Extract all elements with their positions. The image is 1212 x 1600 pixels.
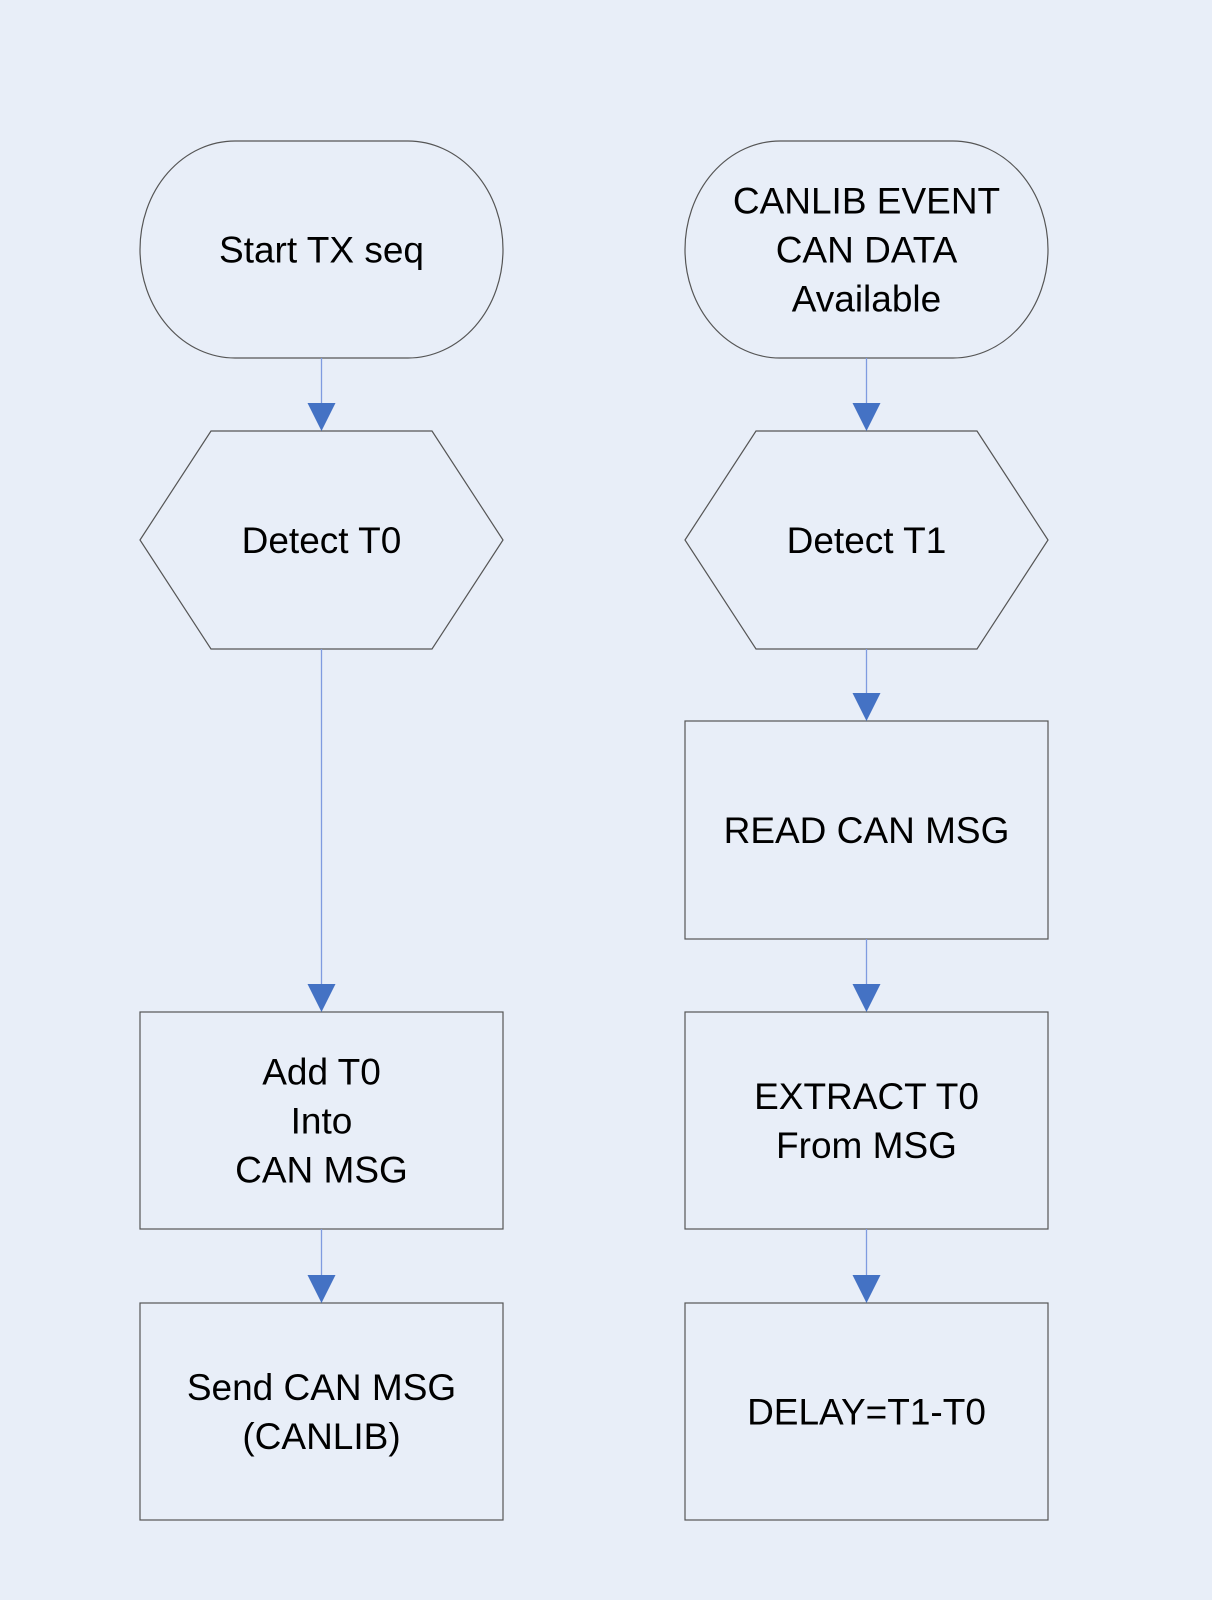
shape-label: (CANLIB) — [242, 1416, 400, 1457]
shape-label: Into — [291, 1101, 353, 1142]
shape-label: READ CAN MSG — [724, 810, 1010, 851]
arrowhead-icon — [307, 1275, 336, 1303]
arrowhead-icon — [852, 1275, 881, 1303]
shape-label: Start TX seq — [219, 230, 424, 271]
right-start-terminator: CANLIB EVENT CAN DATA Available — [684, 140, 1049, 359]
shape-label: CANLIB EVENT — [733, 181, 1000, 222]
connector-arrow — [852, 649, 881, 721]
connector-arrow — [852, 939, 881, 1012]
left-detect-hexagon: Detect T0 — [139, 430, 504, 650]
shape-label: Add T0 — [262, 1052, 381, 1093]
arrowhead-icon — [852, 403, 881, 431]
shape-label: CAN MSG — [235, 1150, 408, 1191]
right-delay-process: DELAY=T1-T0 — [684, 1302, 1049, 1521]
arrowhead-icon — [852, 984, 881, 1012]
shape-label: From MSG — [776, 1125, 957, 1166]
arrowhead-icon — [307, 984, 336, 1012]
arrowhead-icon — [307, 403, 336, 431]
shape-label: Send CAN MSG — [187, 1367, 456, 1408]
connector-arrow — [307, 358, 336, 431]
arrowhead-icon — [852, 693, 881, 721]
shape-label: DELAY=T1-T0 — [747, 1392, 986, 1433]
shape-label: Detect T1 — [787, 520, 947, 561]
right-detect-hexagon: Detect T1 — [684, 430, 1049, 650]
right-read-process: READ CAN MSG — [684, 720, 1049, 940]
connector-arrow — [307, 649, 336, 1012]
connector-arrow — [852, 358, 881, 431]
connector-arrow — [307, 1229, 336, 1303]
right-extract-process: EXTRACT T0 From MSG — [684, 1011, 1049, 1230]
shape-label: CAN DATA — [776, 230, 958, 271]
connector-arrow — [852, 1229, 881, 1303]
shape-label: EXTRACT T0 — [754, 1076, 979, 1117]
shape-label: Available — [792, 279, 941, 320]
left-send-process: Send CAN MSG (CANLIB) — [139, 1302, 504, 1521]
shape-label: Detect T0 — [242, 520, 402, 561]
left-start-terminator: Start TX seq — [139, 140, 504, 359]
